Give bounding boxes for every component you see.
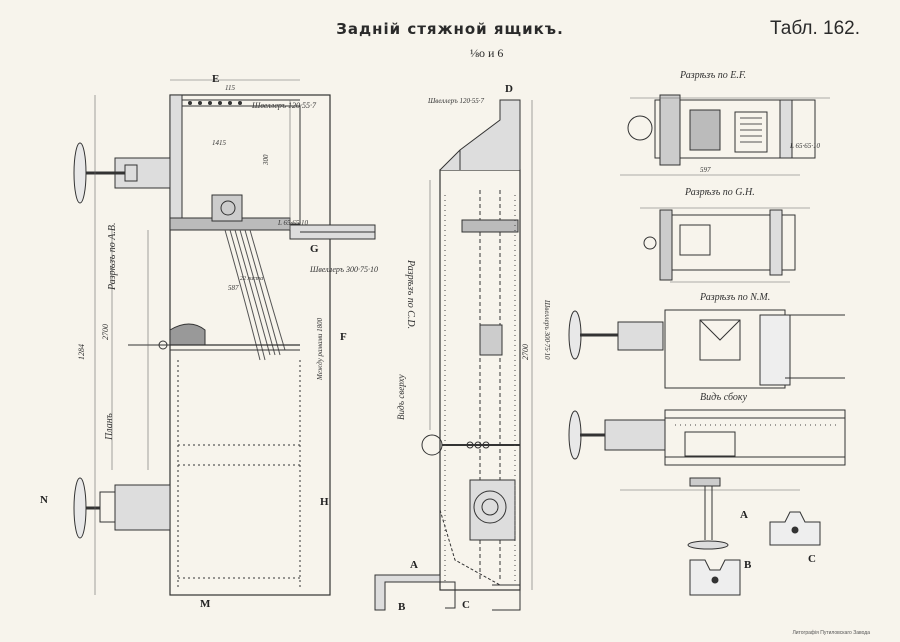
letter-m: M [200, 598, 211, 610]
dim-small-b: 300 [262, 154, 270, 166]
drawing-labels: Швеллеръ 120·55·7 Швеллеръ 300·75·10 L 6… [40, 70, 821, 613]
letter-a: A [410, 559, 418, 571]
buffer-lower [73, 477, 171, 539]
note-angle: L 65·65·10 [277, 219, 309, 227]
letter-c: C [462, 599, 470, 611]
lithography-imprint: Литографія Путиловскаго Завода [792, 630, 870, 636]
section-cd-title: Разрѣзъ по C.D. [405, 259, 416, 329]
top-view-title: Видъ сверху [396, 374, 406, 420]
note-buffer-dist: Между рамами 1800 [316, 317, 324, 381]
coupling-hook [128, 340, 170, 350]
dimension-lines [94, 79, 300, 595]
letter-e: E [212, 73, 219, 85]
dim-width-b: 587 [228, 284, 239, 292]
note-channel-right: Швеллеръ 300·75·10 [543, 299, 551, 360]
note-channel-mid: Швеллеръ 300·75·10 [309, 265, 378, 274]
note-channel-top: Швеллеръ 120·55·7 [251, 101, 317, 110]
letter-n: N [40, 494, 48, 506]
plan-title: Планъ [104, 413, 115, 441]
buffer-upper [73, 142, 171, 204]
section-ef-title: Разрѣзъ по E.F. [679, 70, 746, 81]
dim-small-a: 115 [225, 84, 235, 92]
section-cd [374, 99, 533, 611]
dim-height-b: 2700 [521, 344, 530, 360]
letter-h: H [320, 496, 329, 508]
letter-f: F [340, 331, 347, 343]
side-view-title: Видъ сбоку [700, 392, 748, 403]
plan-view [73, 79, 376, 596]
note-angle-right: L 65·65·10 [789, 142, 821, 150]
detail-views [687, 477, 821, 596]
detail-letter-c: C [808, 553, 816, 565]
rivet-row-top [188, 101, 242, 105]
scale-note: ⅛o и 6 [470, 46, 504, 60]
side-view [568, 409, 846, 491]
page-title: Задній стяжной ящикъ. [336, 20, 564, 38]
section-nm-title: Разрѣзъ по N.M. [699, 292, 770, 303]
letter-b: B [398, 601, 406, 613]
dim-total-length: 1284 [77, 344, 86, 360]
dim-height-a: 2700 [101, 324, 110, 340]
detail-letter-b: B [744, 559, 752, 571]
section-ab-title: Разрѣзъ по А.В. [107, 223, 118, 291]
section-ef [620, 94, 830, 176]
plate-number: Табл. 162. [770, 18, 860, 39]
bottom-profiles [374, 574, 521, 611]
leaf-spring [224, 229, 286, 361]
dim-width-a: 1415 [212, 139, 227, 147]
note-spring: 22 листа [240, 276, 263, 282]
rivet-column [177, 360, 301, 590]
letter-d: D [505, 83, 513, 95]
section-gh [640, 207, 810, 283]
section-gh-title: Разрѣзъ по G.H. [684, 187, 755, 198]
dim-width-c: 597 [700, 166, 711, 174]
detail-letter-a: A [740, 509, 748, 521]
letter-g: G [310, 243, 319, 255]
note-channel-side: Швеллеръ 120·55·7 [427, 97, 485, 105]
section-nm [568, 309, 845, 389]
